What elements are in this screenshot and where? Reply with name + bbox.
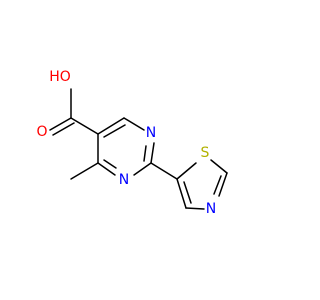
bond-n3-c4-inner: [103, 159, 117, 169]
bond-c2-n: [218, 172, 228, 197]
atom-label-pyrimidine-nitrogen-top: N: [146, 125, 156, 141]
bond-c4-c5: [176, 178, 187, 209]
bond-c5-c6-inner: [103, 124, 126, 138]
bond-carboxyl-c-o-double-2: [52, 122, 75, 136]
molecule-structure: HO O N N S N: [36, 69, 228, 217]
bond-n1-c2: [150, 142, 155, 164]
bond-n3-c4: [97, 162, 116, 176]
bond-c2-n-inner: [213, 175, 222, 195]
bond-c4-c5-inner: [183, 181, 192, 204]
atom-label-carbonyl-oxygen: O: [36, 124, 47, 140]
bond-carboxyl-c-o-double-1: [49, 117, 72, 131]
bond-thiazole-c5-s: [176, 162, 197, 180]
bond-c4-methyl: [70, 162, 99, 180]
bond-n1-c2-inner: [143, 145, 147, 162]
atom-label-pyrimidine-nitrogen-bottom: N: [119, 172, 129, 188]
atom-label-thiazole-nitrogen: N: [206, 201, 216, 217]
bond-n-c4: [185, 207, 205, 210]
bond-s-c2: [210, 159, 228, 174]
bond-c6-n1: [123, 117, 145, 131]
bond-c2-thiazole: [150, 162, 178, 180]
atom-label-hydroxyl: HO: [49, 69, 71, 85]
atom-label-thiazole-sulfur: S: [201, 145, 210, 161]
bond-c2-n3: [133, 162, 152, 176]
bond-c5-c6: [97, 117, 125, 135]
bond-carboxyl-c-ring: [70, 117, 99, 135]
